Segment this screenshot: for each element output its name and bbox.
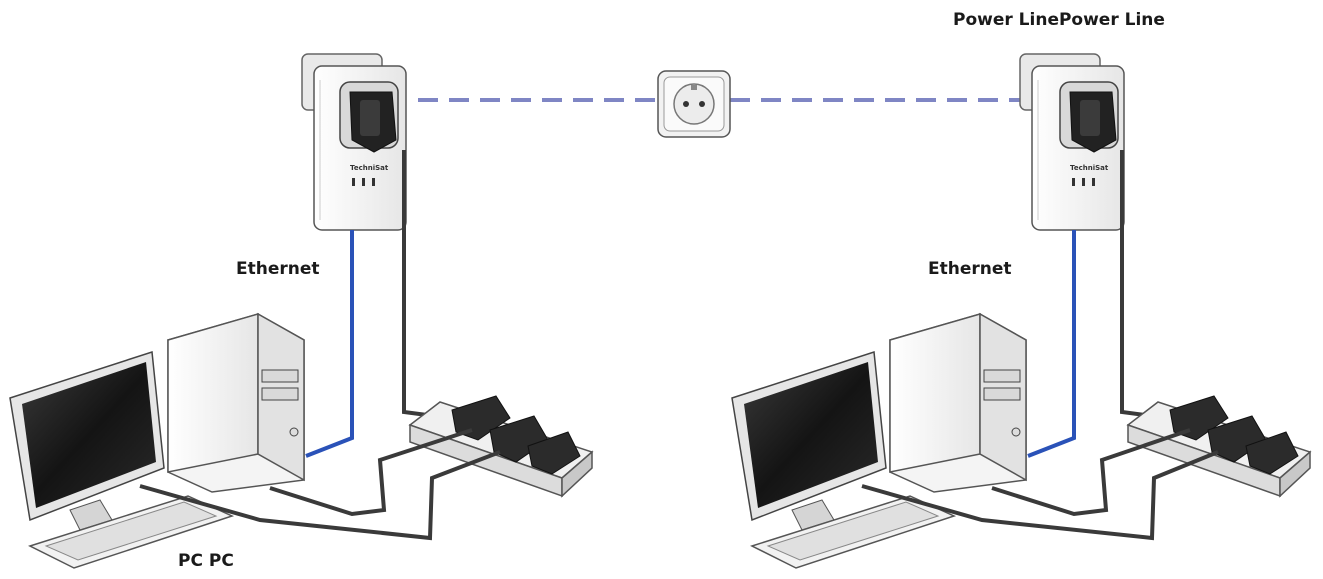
pc-tower-left-icon [167, 312, 305, 493]
pc-tower-right-icon [889, 312, 1027, 493]
keyboard-left-icon [28, 495, 235, 569]
ethernet-label-left: Ethernet [236, 259, 320, 279]
keyboard-right-icon [750, 495, 957, 569]
pc-power-cable-left-a [269, 428, 473, 517]
wall-socket-icon [657, 70, 731, 138]
power-strip-right-icon [1126, 395, 1312, 498]
ethernet-label-right: Ethernet [928, 259, 1012, 279]
pc-power-cable-left-b [139, 450, 501, 541]
powerline-adapter-right-icon: TechniSat [1019, 53, 1125, 231]
power-strip-left-icon [408, 395, 594, 498]
adapter-power-cable-left [402, 150, 451, 420]
power-line-label: Power LinePower Line [953, 10, 1165, 30]
adapter-brand-right: TechniSat [1070, 164, 1109, 172]
pc-power-cable-right-a [991, 428, 1191, 517]
ethernet-cable-left [305, 230, 354, 458]
pc-label: PC PC [178, 551, 234, 571]
ethernet-cable-right [1027, 230, 1076, 458]
adapter-power-cable-right [1120, 150, 1169, 420]
adapter-brand-left: TechniSat [350, 164, 389, 172]
powerline-adapter-left-icon: TechniSat [301, 53, 407, 231]
monitor-left-icon [9, 351, 165, 531]
monitor-right-icon [731, 351, 887, 531]
pc-power-cable-right-b [861, 450, 1219, 541]
